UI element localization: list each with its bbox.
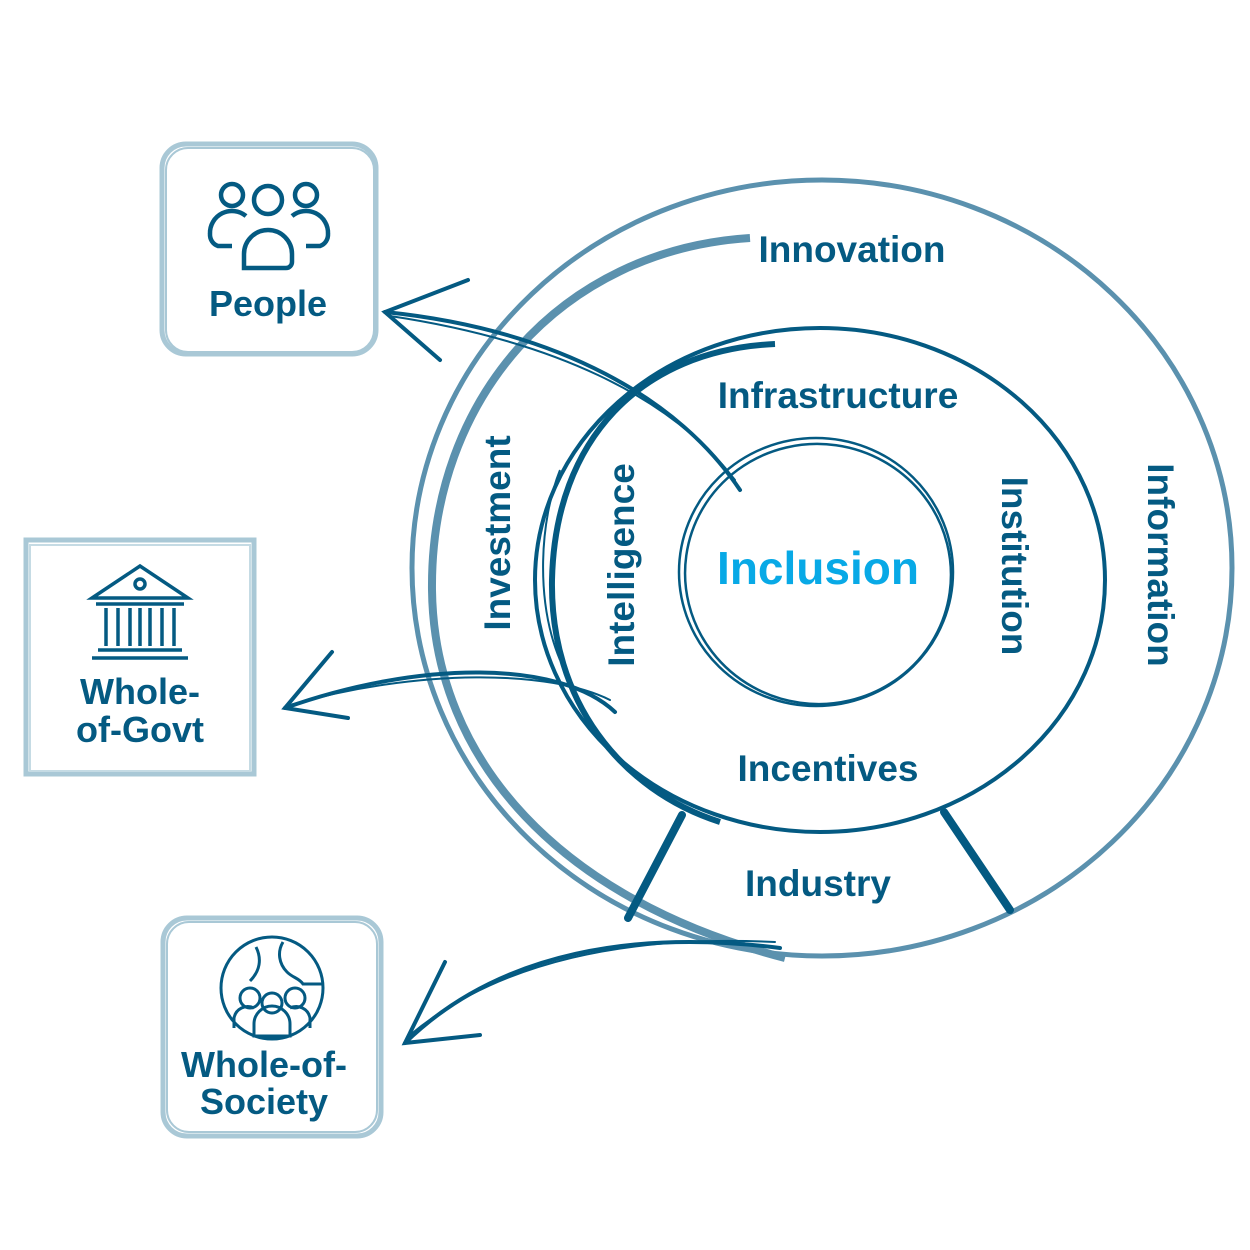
arrow-to-people <box>381 278 742 492</box>
people-box: People <box>159 141 379 357</box>
outer-ring <box>409 177 1235 962</box>
people-icon <box>207 181 331 271</box>
ring-label-institution: Institution <box>994 477 1035 656</box>
middle-ring <box>533 326 1107 834</box>
ring-label-intelligence: Intelligence <box>601 463 642 667</box>
ring-label-innovation: Innovation <box>758 229 945 270</box>
industry-dividers <box>624 808 1014 922</box>
ring-label-incentives: Incentives <box>738 748 919 789</box>
inclusion-circle <box>677 436 955 708</box>
govt-label-line1: Whole- <box>80 671 200 712</box>
whole-of-govt-box: Whole- of-Govt <box>23 537 257 777</box>
society-label-line2: Society <box>200 1081 328 1122</box>
arrow-to-society <box>401 939 782 1046</box>
people-label: People <box>209 283 327 324</box>
ring-label-industry: Industry <box>745 863 891 904</box>
whole-of-society-box: Whole-of- Society <box>160 915 384 1139</box>
center-label: Inclusion <box>717 542 919 594</box>
government-building-icon <box>86 563 194 660</box>
arrow-to-govt <box>281 650 617 720</box>
society-label-line1: Whole-of- <box>181 1044 347 1085</box>
globe-people-icon <box>219 935 325 1041</box>
ring-label-infrastructure: Infrastructure <box>718 375 959 416</box>
ring-label-investment: Investment <box>477 435 518 630</box>
ring-label-information: Information <box>1140 463 1181 666</box>
govt-label-line2: of-Govt <box>76 709 204 750</box>
